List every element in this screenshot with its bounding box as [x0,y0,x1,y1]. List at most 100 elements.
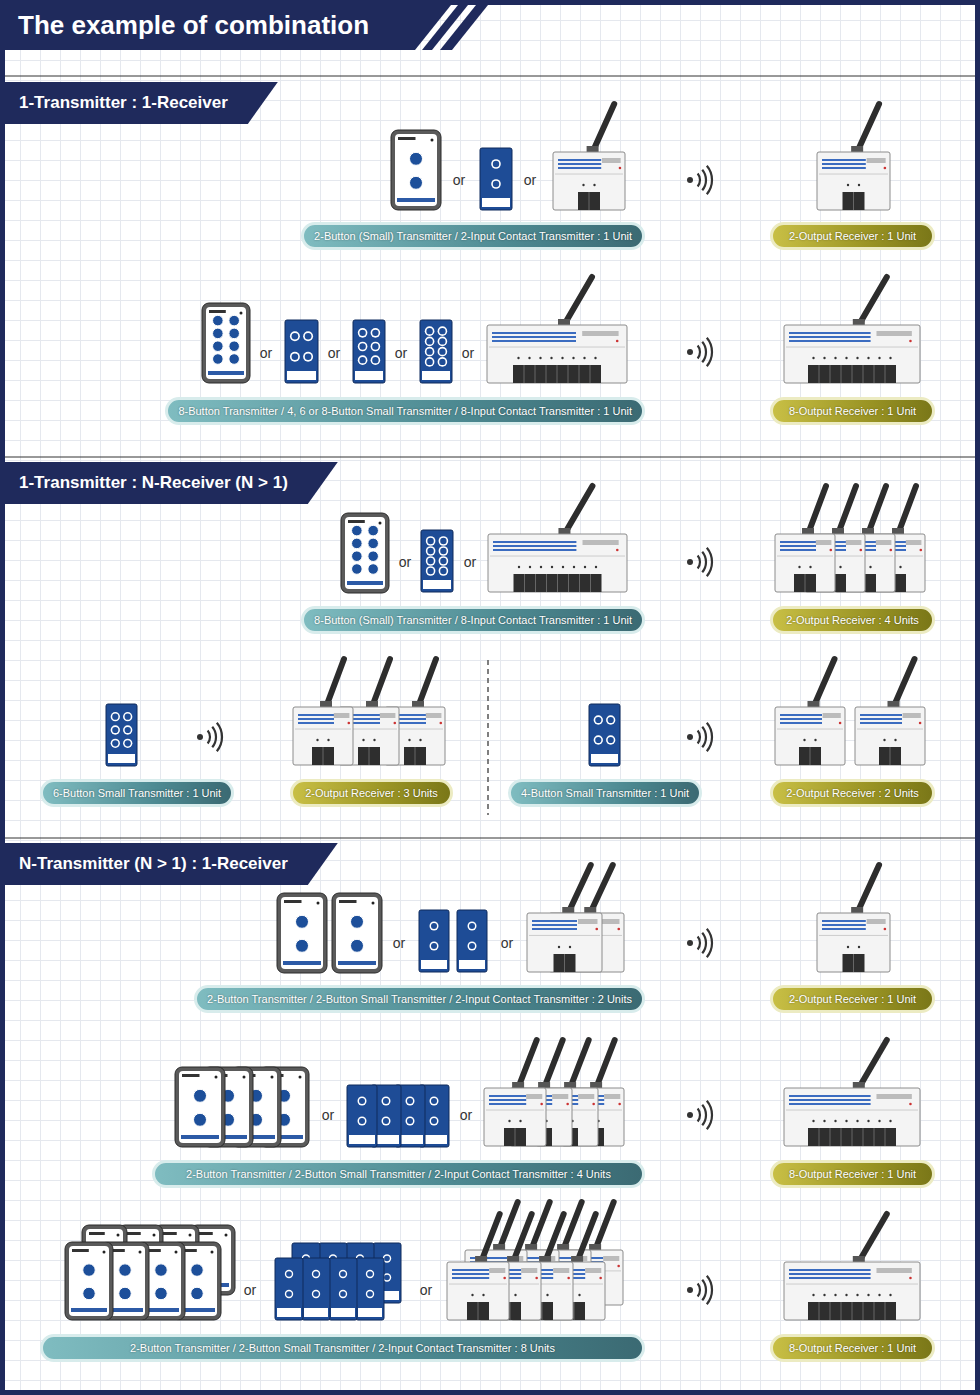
remote-button [296,915,309,928]
terminal-separator [852,365,853,383]
small-remote-button [427,558,433,564]
led-dot [175,1251,178,1254]
terminal-block [808,1302,896,1320]
button-ring [285,1270,293,1278]
antenna-base [366,701,378,707]
model-plate [876,540,892,545]
antenna [513,1214,532,1262]
small-remote-button [305,333,312,340]
small-remote-button [595,737,601,743]
model-plate [816,540,832,545]
terminal-block [504,1128,526,1146]
brand-strip [283,961,321,965]
housing-seam [857,729,923,730]
button-ring [406,1117,415,1126]
or-label: or [501,935,513,951]
signal-arc [707,548,712,576]
housing-stripe [558,159,601,161]
button-ring [468,942,477,951]
model-plate [571,1256,587,1261]
terminal-indicator [584,566,586,568]
or-label: or [399,554,411,570]
brand-dot [619,167,622,170]
housing-stripe [558,167,601,169]
antenna [568,865,591,913]
led-dot [117,1234,120,1237]
housing-stripe [822,928,866,930]
remote-case [65,1242,113,1320]
small-remote-button [431,943,437,949]
housing-stripe [789,340,871,342]
brand-strip [208,371,244,375]
led-dot [317,902,320,905]
signal-arc [702,342,706,363]
small-remote-button [426,328,432,334]
button-ring [606,715,615,724]
or-label: or [464,554,476,570]
small-remote-button [125,740,131,746]
housing-seam [486,1110,544,1111]
housing-seam [490,556,625,557]
antenna-base [493,1244,505,1250]
terminal-block [312,747,334,765]
caption-text: 8-Button Transmitter / 4, 6 or 8-Button … [178,405,632,417]
housing-stripe [789,1277,871,1279]
led-dot [271,1076,274,1079]
housing-stripe [822,920,866,922]
small-remote-button [469,943,475,949]
signal-arc [707,166,712,194]
small-remote-case [421,530,453,592]
unit-housing [784,325,920,383]
model-plate [578,1094,594,1099]
terminal-separator [810,747,811,765]
button-ring [439,566,449,576]
brand-dot [567,1277,570,1280]
model-plate [583,540,619,545]
remote-button [213,354,224,365]
model-plate [552,1094,568,1099]
small-remote-button [313,1291,319,1297]
antenna [481,1214,500,1262]
terminal-block [879,747,901,765]
remote-button [194,1113,207,1126]
antenna-base [320,701,332,707]
or-label: or [524,172,536,188]
label-strip [349,1135,375,1144]
remote-case [175,1067,225,1147]
small-remote-button [313,1271,319,1277]
signal-dot [687,177,693,183]
label-strip [482,198,510,207]
terminal-separator [841,365,842,383]
housing-seam [489,347,625,348]
signal-arc [698,731,700,744]
caption-text: 2-Output Receiver : 4 Units [786,614,919,626]
antenna [577,1214,596,1262]
housing-stripe [789,1269,871,1271]
caption-text: 8-Output Receiver : 1 Unit [789,405,916,417]
antenna [372,659,390,707]
terminal-separator [589,192,590,210]
housing-stripe [860,714,902,716]
label-strip [277,1308,301,1317]
housing-seam [295,729,351,730]
small-remote-case [302,1258,330,1320]
remote-button [191,1264,203,1276]
remote-button [368,564,379,575]
model-plate [582,331,618,336]
terminal-block [799,747,821,765]
button-ring [430,942,439,951]
model-mark [209,310,226,313]
button-ring [425,326,435,336]
terminal-separator [885,1302,886,1320]
model-plate [334,713,350,718]
remote-button [352,525,363,536]
terminal-indicator [573,566,575,568]
button-ring [439,546,449,556]
housing-seam [449,1284,507,1285]
terminal-indicator [867,357,869,359]
terminal-indicator [883,739,885,741]
led-dot [431,139,434,142]
model-mark [72,1249,89,1252]
antenna-base [832,528,844,534]
terminal-indicator [856,1294,858,1296]
